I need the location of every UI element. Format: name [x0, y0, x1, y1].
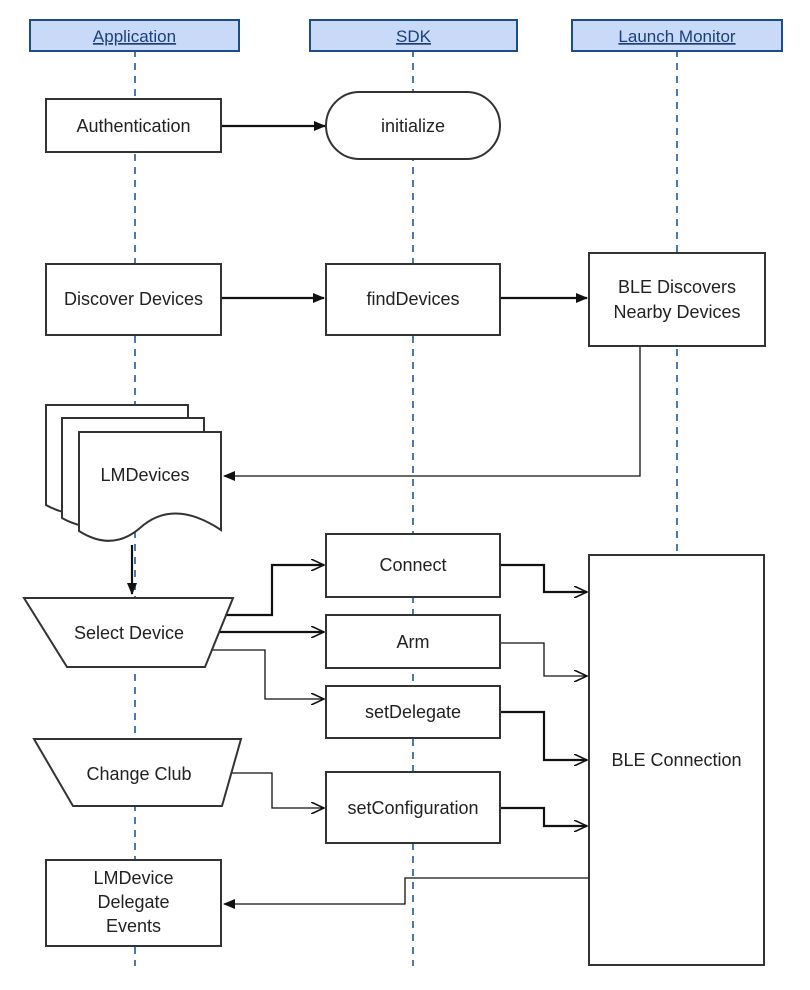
edge-ble-connection-to-events — [223, 877, 589, 909]
initialize-label: initialize — [381, 116, 445, 136]
ble-discovers-label-line1: BLE Discovers — [618, 277, 736, 297]
ble-discovers-node: BLE Discovers Nearby Devices — [588, 252, 766, 347]
edge-ble-discovers-to-lm-devices — [223, 347, 641, 481]
edge-select-device-to-connect — [216, 565, 324, 617]
lane-header-launch-monitor-label: Launch Monitor — [618, 27, 736, 46]
edge-set-configuration-to-ble-connection — [500, 806, 587, 826]
lane-header-sdk: SDK — [309, 19, 518, 52]
connect-label: Connect — [379, 555, 446, 575]
lane-header-launch-monitor: Launch Monitor — [571, 19, 783, 52]
set-configuration-node: setConfiguration — [325, 771, 501, 844]
arm-node: Arm — [325, 614, 501, 669]
lm-device-events-label-line1: LMDevice — [93, 868, 173, 888]
find-devices-node: findDevices — [325, 263, 501, 336]
edge-select-device-to-set-delegate — [205, 649, 324, 699]
ble-connection-label: BLE Connection — [611, 750, 741, 770]
lane-header-application: Application — [29, 19, 240, 52]
initialize-node: initialize — [325, 91, 501, 160]
set-configuration-label: setConfiguration — [347, 798, 478, 818]
find-devices-label: findDevices — [366, 289, 459, 309]
lane-header-sdk-label: SDK — [396, 27, 432, 46]
lm-device-events-label-line2: Delegate — [97, 892, 169, 912]
arm-label: Arm — [397, 632, 430, 652]
authentication-node: Authentication — [45, 98, 222, 153]
lm-devices-label: LMDevices — [100, 465, 189, 485]
edge-change-club-to-set-configuration — [222, 772, 324, 808]
select-device-node: Select Device — [22, 597, 235, 668]
select-device-label: Select Device — [74, 623, 184, 643]
lm-device-events-label-line3: Events — [106, 916, 161, 936]
connect-node: Connect — [325, 533, 501, 598]
change-club-node: Change Club — [32, 738, 243, 807]
discover-devices-label: Discover Devices — [64, 289, 203, 309]
edge-arm-to-ble-connection — [500, 642, 587, 676]
edge-set-delegate-to-ble-connection — [500, 710, 587, 760]
ble-connection-node: BLE Connection — [588, 554, 765, 966]
lm-device-events-node: LMDevice Delegate Events — [45, 859, 222, 947]
set-delegate-node: setDelegate — [325, 685, 501, 739]
change-club-label: Change Club — [86, 764, 191, 784]
ble-discovers-label-line2: Nearby Devices — [613, 302, 740, 322]
lm-devices-node: LMDevices — [45, 404, 222, 542]
set-delegate-label: setDelegate — [365, 702, 461, 722]
discover-devices-node: Discover Devices — [45, 263, 222, 336]
authentication-label: Authentication — [76, 116, 190, 136]
lane-header-application-label: Application — [93, 27, 176, 46]
edge-connect-to-ble-connection — [500, 563, 587, 592]
